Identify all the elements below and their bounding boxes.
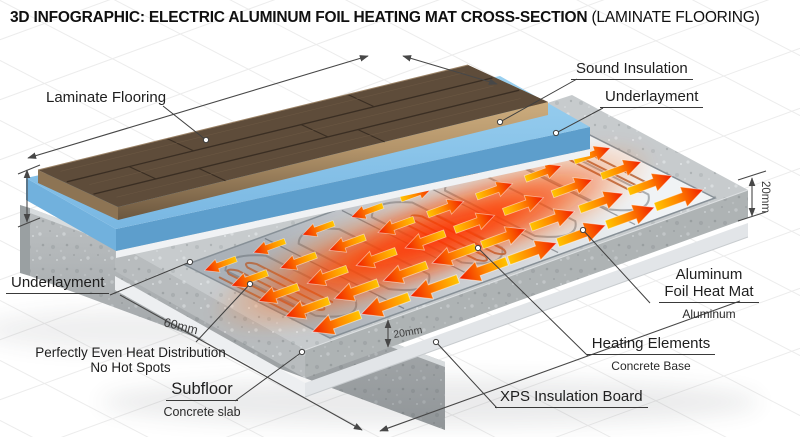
dimension-lines [17,55,767,432]
dim-20mm-front: 20mm [392,324,423,341]
leader-lines [109,78,651,409]
title-main: 3D INFOGRAPHIC: ELECTRIC ALUMINUM FOIL H… [10,9,588,26]
label-sound-insulation: Sound Insulation [571,60,693,80]
label-heating-elements-main: Heating Elements [586,335,716,355]
label-subfloor: Subfloor Concrete slab [148,381,256,421]
label-underlayment-left: Underlayment [6,274,110,294]
label-heating-elements: Heating Elements Concrete Base [581,335,721,375]
label-even-heat-line2: No Hot Spots [90,360,171,375]
label-aluminum-line1: Aluminum [675,266,743,283]
xps-insulation-layer [115,223,749,398]
label-heating-elements-sub: Concrete Base [611,359,691,373]
label-even-heat-line1: Perfectly Even Heat Distribution [35,345,226,360]
label-aluminum-line2: Foil Heat Mat [664,283,754,300]
label-underlayment-top: Underlayment [600,88,704,108]
label-subfloor-sub: Concrete slab [163,405,241,419]
dim-20mm-right: 20mm [759,181,771,213]
label-subfloor-main: Subfloor [166,381,238,401]
page-title: 3D INFOGRAPHIC: ELECTRIC ALUMINUM FOIL H… [10,9,760,27]
label-laminate-flooring: Laminate Flooring [46,89,167,106]
aluminum-foil-heat-mat [183,124,717,343]
label-even-heat: Perfectly Even Heat Distribution No Hot … [28,345,233,375]
label-xps-insulation-board: XPS Insulation Board [495,388,648,408]
label-aluminum-foil-heat-mat: Aluminum Foil Heat Mat Aluminum [646,266,772,323]
label-aluminum-sub: Aluminum [682,307,736,321]
title-parenthetical: (LAMINATE FLOORING) [587,9,760,26]
